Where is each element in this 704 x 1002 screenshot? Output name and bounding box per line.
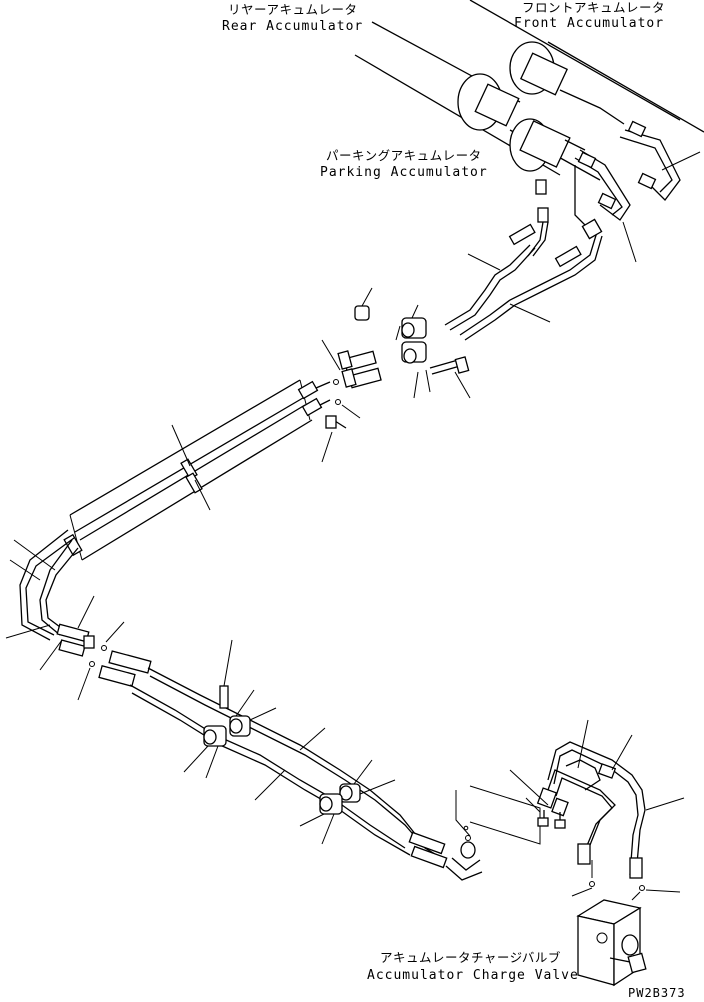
parking-accumulator-label-jp: パーキングアキュムレータ xyxy=(326,148,482,163)
front-accumulator-label-jp: フロントアキュムレータ xyxy=(522,0,666,15)
tube-bundle xyxy=(63,379,331,561)
hose-assembly-upper xyxy=(444,218,603,341)
clamp xyxy=(354,287,427,364)
left-bend-tubes xyxy=(5,529,79,641)
hose-assembly-lower xyxy=(98,650,483,881)
rear-accumulator-label-jp: リヤーアキュムレータ xyxy=(228,2,358,17)
parking-accumulator-label-en: Parking Accumulator xyxy=(320,165,488,180)
drawing-code: PW2B373 xyxy=(628,986,686,1000)
lower-clamps xyxy=(183,639,396,845)
charge-valve-label-en: Accumulator Charge Valve xyxy=(367,968,579,983)
front-tube-loop xyxy=(619,120,701,201)
bolt xyxy=(413,356,471,399)
hose-ends-middle xyxy=(321,339,382,463)
right-tube-assembly xyxy=(509,719,685,879)
rear-tube-loop xyxy=(574,149,637,263)
accumulator-charge-valve-icon xyxy=(571,860,681,987)
front-accumulator-icon xyxy=(469,0,704,133)
parking-fittings xyxy=(527,179,549,257)
o-ring xyxy=(455,785,541,845)
front-accumulator-label-en: Front Accumulator xyxy=(514,16,665,31)
rear-accumulator-icon xyxy=(354,21,561,176)
lower-left-fittings xyxy=(39,595,125,701)
parking-accumulator-icon xyxy=(509,118,601,181)
charge-valve-label-jp: アキュムレータチャージバルブ xyxy=(380,950,561,965)
rear-accumulator-label-en: Rear Accumulator xyxy=(222,19,364,34)
